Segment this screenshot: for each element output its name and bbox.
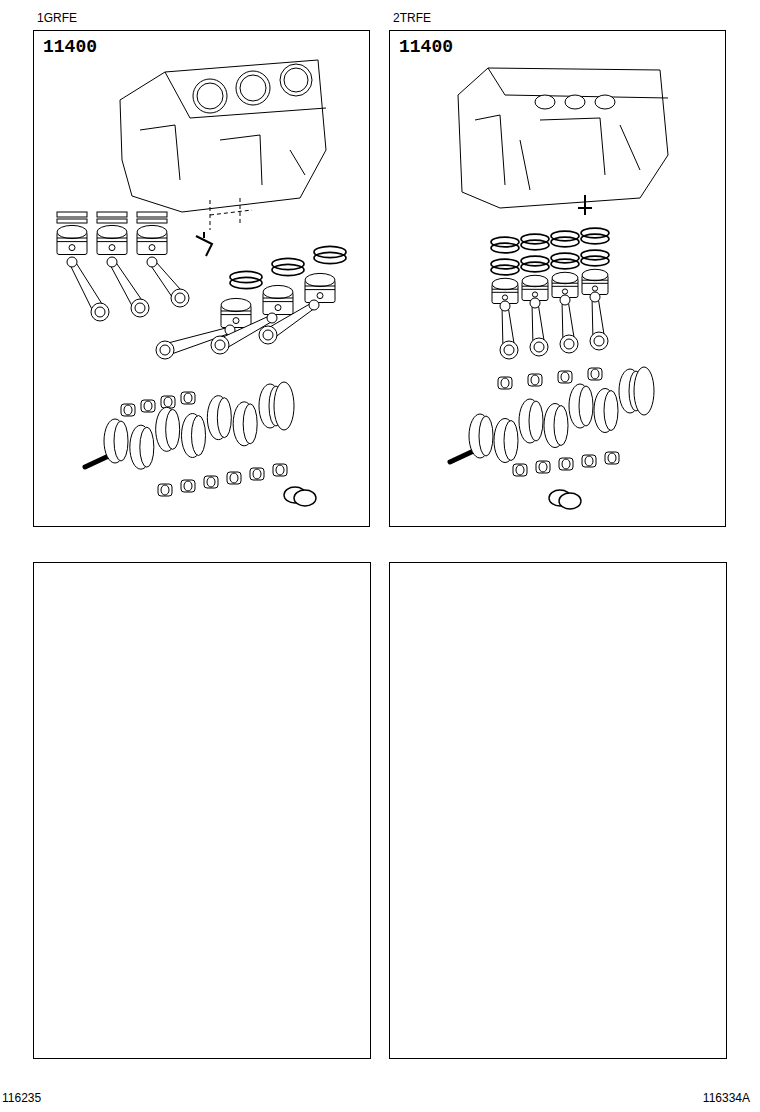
piston-ring	[314, 246, 346, 263]
connecting-rod	[590, 292, 608, 350]
bearing-shell	[181, 392, 195, 404]
connecting-rod	[560, 295, 578, 353]
piston	[552, 272, 578, 297]
piston	[522, 275, 548, 300]
connecting-rod	[211, 313, 277, 354]
piston	[97, 225, 127, 254]
bearing-shell	[161, 396, 175, 408]
bearing-shell	[181, 480, 195, 492]
bearing-shell	[250, 468, 264, 480]
bearing-shell	[558, 371, 572, 383]
bearing-shell	[158, 484, 172, 496]
bearing-shell	[605, 452, 619, 464]
figure-number: 116235	[2, 1091, 41, 1105]
piston	[582, 269, 608, 294]
piston	[263, 285, 293, 314]
connecting-rod	[147, 257, 189, 307]
part-number: 11400	[397, 37, 455, 57]
piston-ring	[521, 234, 549, 250]
oil-pipe	[578, 195, 592, 215]
piston-ring	[551, 253, 579, 269]
piston	[221, 298, 251, 327]
piston-ring	[137, 212, 167, 223]
bearing-shell	[528, 374, 542, 386]
part-number: 11400	[41, 37, 99, 57]
bearing-shell	[536, 461, 550, 473]
cylinder-block	[120, 60, 326, 230]
engine-code: 1GRFE	[37, 11, 77, 25]
crankshaft	[85, 382, 294, 469]
bearing-shell	[141, 400, 155, 412]
bearing-shell	[513, 464, 527, 476]
panel-frame: 11400	[389, 30, 726, 527]
connecting-rod	[156, 325, 235, 359]
cylinder-block	[458, 68, 668, 208]
piston-ring	[57, 212, 87, 223]
connecting-rod	[107, 257, 149, 317]
engine-v6-parts	[57, 60, 346, 506]
bearing-shell	[273, 464, 287, 476]
bearing-shell	[588, 368, 602, 380]
piston-ring	[97, 212, 127, 223]
engine-i4-parts	[450, 68, 668, 509]
catalog-panel: 1GRFE 11400	[33, 8, 370, 527]
piston	[492, 278, 518, 303]
bearing-shell	[498, 377, 512, 389]
thrust-washer	[284, 487, 316, 506]
piston-ring	[521, 256, 549, 272]
figure-number: 116334A	[703, 1091, 750, 1105]
piston-ring	[272, 258, 304, 275]
piston-ring	[581, 250, 609, 266]
bearing-shell	[204, 476, 218, 488]
piston	[137, 225, 167, 254]
bearing-shell	[559, 458, 573, 470]
panel-frame: 11400	[33, 30, 370, 527]
connecting-rod	[530, 298, 548, 356]
piston-ring	[491, 259, 519, 275]
catalog-panel: 2TRFE 11400	[389, 8, 726, 527]
connecting-rod	[67, 257, 109, 321]
piston-ring	[551, 231, 579, 247]
connecting-rod	[500, 301, 518, 359]
bearing-shell	[582, 455, 596, 467]
bearing-shell	[121, 404, 135, 416]
bearing-shell	[227, 472, 241, 484]
empty-panel	[390, 563, 727, 1059]
piston	[57, 225, 87, 254]
thrust-washer	[549, 490, 581, 509]
piston-ring	[491, 237, 519, 253]
piston	[305, 273, 335, 302]
engine-code: 2TRFE	[393, 11, 431, 25]
piston-ring	[230, 271, 262, 288]
connecting-rod	[259, 300, 319, 344]
piston-ring	[581, 228, 609, 244]
crankshaft	[450, 367, 654, 463]
empty-panel	[34, 563, 371, 1059]
oil-jet	[196, 232, 212, 256]
